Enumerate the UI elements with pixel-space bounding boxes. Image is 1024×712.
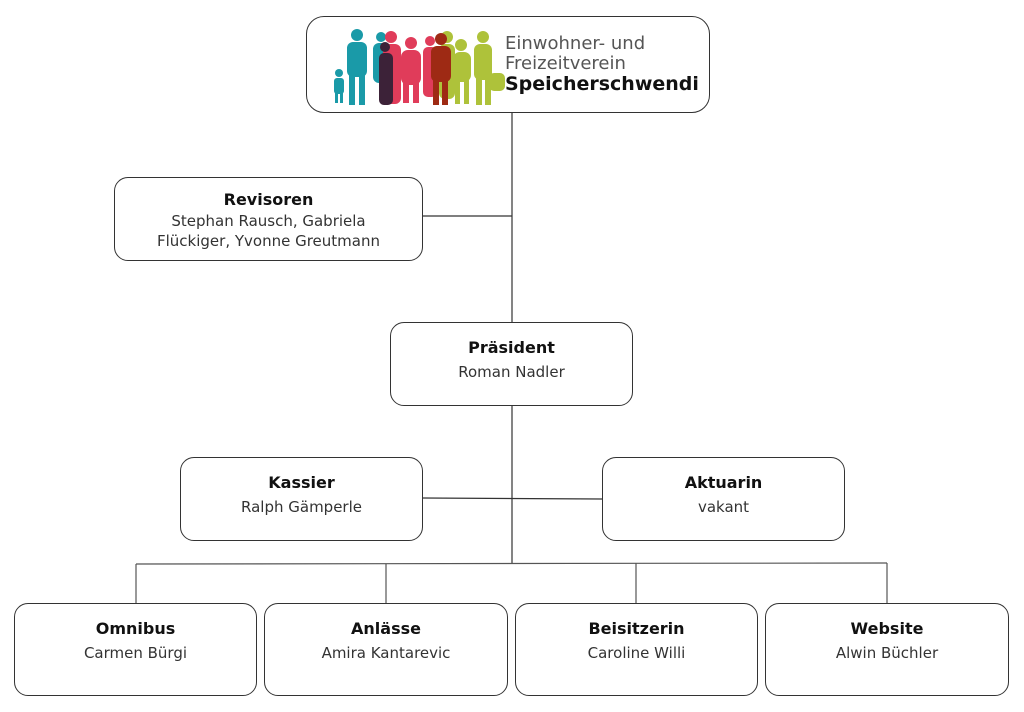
node-kassier: Kassier Ralph Gämperle: [180, 457, 423, 541]
node-title: Kassier: [268, 473, 335, 492]
node-title: Omnibus: [95, 619, 176, 638]
node-title: Revisoren: [223, 190, 314, 209]
node-name: Carmen Bürgi: [83, 644, 188, 662]
node-title: Website: [850, 619, 924, 638]
node-name: Amira Kantarevic: [321, 644, 451, 662]
bottom-bus-line: [135, 562, 888, 565]
node-name-line2: Flückiger, Yvonne Greutmann: [157, 232, 380, 250]
node-website: Website Alwin Büchler: [765, 603, 1009, 696]
node-omnibus: Omnibus Carmen Bürgi: [14, 603, 257, 696]
node-name: vakant: [697, 498, 750, 516]
node-title: Beisitzerin: [588, 619, 685, 638]
node-revisoren: Revisoren Stephan Rausch, Gabriela Flück…: [114, 177, 423, 261]
node-name-line1: Stephan Rausch, Gabriela: [171, 212, 366, 230]
node-name: Alwin Büchler: [835, 644, 939, 662]
node-title: Aktuarin: [684, 473, 763, 492]
node-anlaesse: Anlässe Amira Kantarevic: [264, 603, 508, 696]
logo-box: Einwohner- und Freizeitverein Speichersc…: [306, 16, 710, 113]
logo-wordmark: Einwohner- und Freizeitverein Speichersc…: [505, 33, 699, 95]
node-name: Roman Nadler: [458, 363, 565, 381]
kassier-aktuarin-connector: [422, 497, 603, 500]
logo-line1: Einwohner- und: [505, 33, 646, 54]
logo-line3: Speicherschwendi: [505, 73, 699, 95]
logo-figures-icon: [334, 29, 505, 105]
node-name: Caroline Willi: [587, 644, 686, 662]
node-title: Präsident: [468, 338, 555, 357]
node-name: Ralph Gämperle: [241, 498, 362, 516]
node-praesident: Präsident Roman Nadler: [390, 322, 633, 406]
node-beisitzerin: Beisitzerin Caroline Willi: [515, 603, 758, 696]
node-title: Anlässe: [351, 619, 421, 638]
logo-line2: Freizeitverein: [505, 53, 626, 74]
node-aktuarin: Aktuarin vakant: [602, 457, 845, 541]
